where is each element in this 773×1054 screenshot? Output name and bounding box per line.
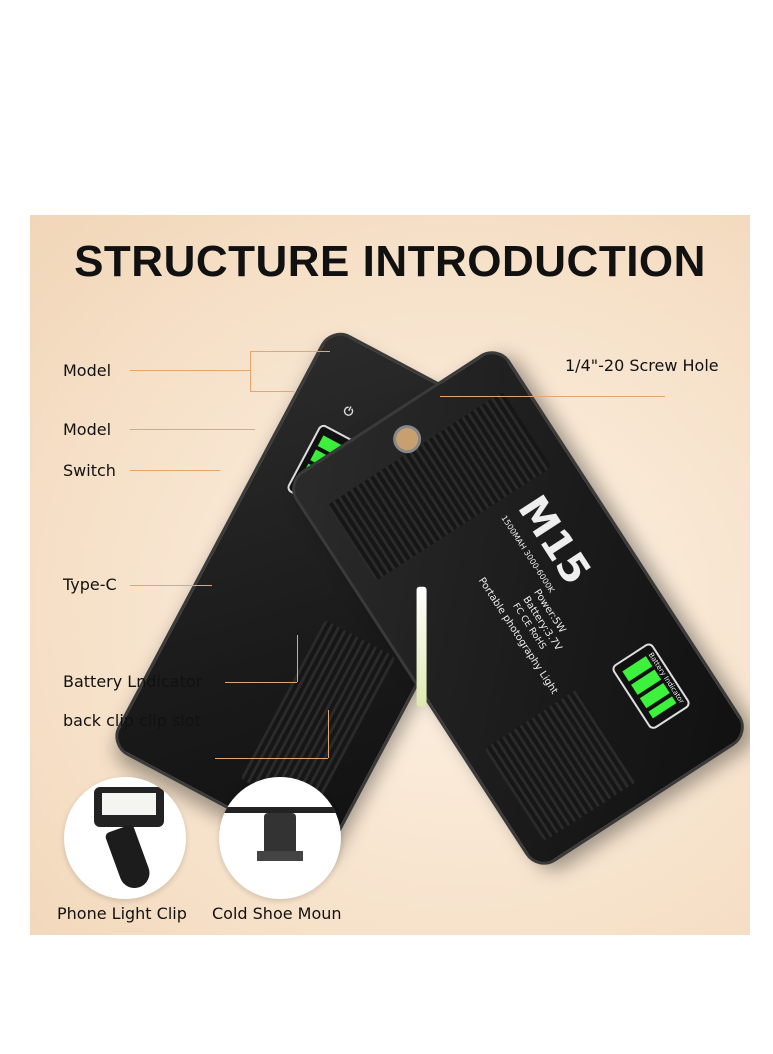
leader-line bbox=[250, 351, 251, 391]
leader-line bbox=[440, 396, 665, 397]
callout-model-1: Model bbox=[63, 361, 112, 380]
product-panel: STRUCTURE INTRODUCTION ⏻ S + - M15 1500M… bbox=[30, 215, 750, 935]
leader-line bbox=[130, 585, 212, 586]
shoe-mount-shape bbox=[264, 813, 296, 857]
callout-battery-indicator: Battery Lndicator bbox=[63, 672, 203, 691]
power-icon: ⏻ bbox=[340, 402, 356, 420]
leader-line bbox=[130, 370, 250, 371]
accessory-caption: Cold Shoe Moun bbox=[212, 904, 342, 923]
callout-model-2: Model bbox=[63, 420, 112, 439]
leader-line bbox=[250, 391, 294, 392]
cold-shoe-mount-image bbox=[219, 777, 341, 899]
panel-edge-shape bbox=[219, 807, 341, 813]
leader-line bbox=[130, 470, 220, 471]
cooling-ribs bbox=[484, 689, 637, 842]
leader-line bbox=[328, 710, 329, 758]
leader-line bbox=[225, 682, 297, 683]
leader-line bbox=[297, 635, 298, 682]
light-strip bbox=[416, 586, 427, 707]
leader-line bbox=[130, 429, 255, 430]
callout-screw-hole: 1/4"-20 Screw Hole bbox=[565, 356, 719, 375]
light-surface-shape bbox=[102, 793, 156, 815]
page-title: STRUCTURE INTRODUCTION bbox=[74, 237, 706, 286]
clip-shape bbox=[104, 823, 154, 893]
accessory-caption: Phone Light Clip bbox=[57, 904, 187, 923]
shoe-foot-shape bbox=[257, 851, 303, 861]
phone-light-clip-image bbox=[64, 777, 186, 899]
callout-type-c: Type-C bbox=[63, 575, 117, 594]
callout-back-clip: back clip clip slot bbox=[63, 711, 201, 730]
leader-line bbox=[215, 758, 328, 759]
leader-line bbox=[250, 351, 330, 352]
callout-switch: Switch bbox=[63, 461, 116, 480]
